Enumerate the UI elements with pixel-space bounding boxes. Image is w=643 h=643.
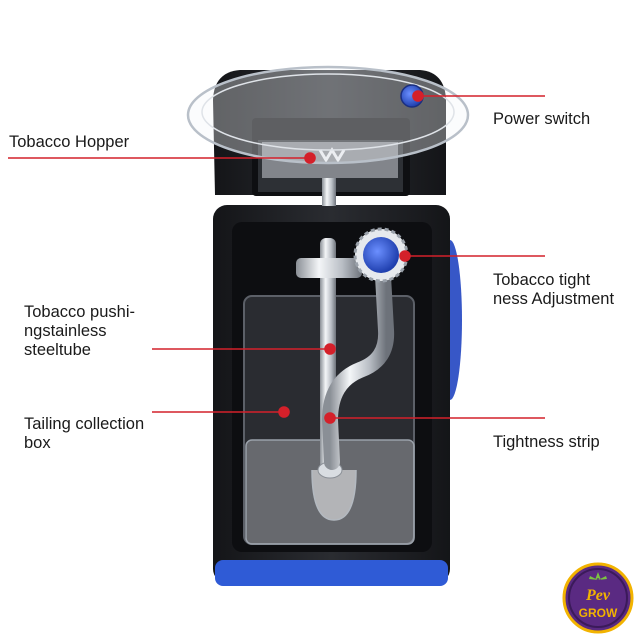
callout-leaders bbox=[8, 90, 545, 424]
logo-text-top: Pev bbox=[585, 587, 611, 604]
tightness-adjust-knob bbox=[353, 227, 409, 283]
logo-text-bottom: GROW bbox=[579, 606, 618, 620]
label-tightness-adjustment: Tobacco tight ness Adjustment bbox=[493, 271, 615, 308]
hopper-tray bbox=[186, 65, 470, 165]
label-power-switch: Power switch bbox=[493, 110, 591, 128]
label-tailing-box: Tailing collection box bbox=[24, 415, 145, 452]
label-tobacco-hopper: Tobacco Hopper bbox=[9, 133, 130, 151]
tightness-strip bbox=[321, 250, 395, 470]
label-tightness-strip: Tightness strip bbox=[493, 433, 600, 451]
label-pushing-tube: Tobacco pushi- ngstainless steeltube bbox=[24, 303, 135, 359]
pevgrow-logo: Pev GROW bbox=[562, 562, 634, 634]
